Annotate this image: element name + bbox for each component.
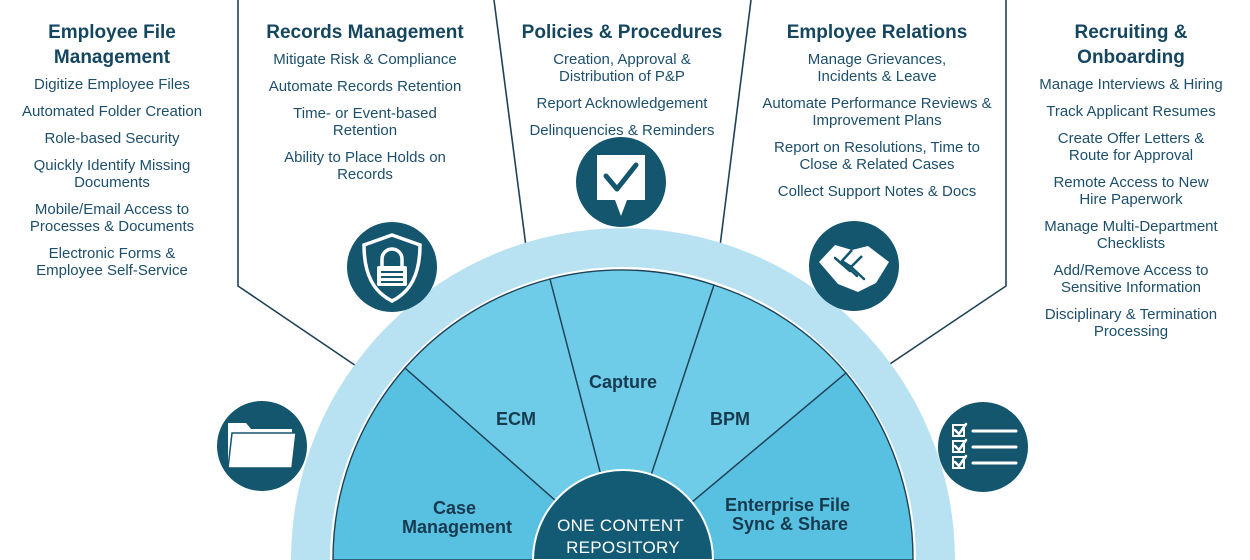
segment-label-enterprise-file-sync: Enterprise File Sync & Share	[725, 495, 855, 534]
column-item: Automate Records Retention	[268, 78, 462, 95]
column-item: Automated Folder Creation	[21, 103, 203, 120]
column-recruiting-onboarding: Recruiting & Onboarding Manage Interview…	[1020, 0, 1242, 350]
column-item: Automate Performance Reviews & Improveme…	[762, 95, 992, 129]
column-records-management: Records Management Mitigate Risk & Compl…	[250, 0, 480, 193]
segment-label-efss-line2: Sync & Share	[732, 514, 848, 534]
segment-label-capture: Capture	[589, 372, 657, 392]
column-title: Employee File Management	[48, 22, 176, 68]
column-item: Mitigate Risk & Compliance	[273, 51, 457, 68]
column-item: Mobile/Email Access to Processes & Docum…	[29, 201, 195, 235]
divider-lines	[237, 0, 1007, 375]
column-item: Add/Remove Access to Sensitive Informati…	[1053, 262, 1209, 296]
column-item: Digitize Employee Files	[34, 76, 190, 93]
column-item: Time- or Event-based Retention	[293, 105, 437, 139]
column-item: Electronic Forms & Employee Self-Service	[36, 245, 188, 279]
hub-label-line1: ONE CONTENT	[557, 516, 684, 535]
column-employee-file-management: Employee File Management Digitize Employ…	[8, 0, 216, 289]
segment-label-case-line1: Case	[433, 498, 476, 518]
column-title: Records Management	[266, 22, 464, 43]
divider-records-right	[493, 0, 529, 263]
column-item: Create Offer Letters & Route for Approva…	[1057, 130, 1205, 164]
folder-icon	[217, 401, 307, 491]
hub-label: ONE CONTENT REPOSITORY	[557, 516, 689, 557]
column-item: Manage Multi-Department Checklists	[1044, 218, 1218, 252]
segment-label-efss-line1: Enterprise File	[725, 495, 850, 515]
hub	[531, 469, 715, 560]
column-item: Report on Resolutions, Time to Close & R…	[774, 139, 980, 173]
segment-label-case-line2: Management	[402, 517, 512, 537]
column-item: Ability to Place Holds on Records	[284, 149, 446, 183]
column-employee-relations: Employee Relations Manage Grievances, In…	[758, 0, 996, 210]
segment-label-ecm: ECM	[496, 409, 536, 429]
segment-label-bpm: BPM	[710, 409, 750, 429]
column-item: Collect Support Notes & Docs	[777, 183, 977, 200]
hub-label-line2: REPOSITORY	[566, 538, 680, 557]
column-item: Manage Grievances, Incidents & Leave	[807, 51, 947, 85]
column-title: Recruiting & Onboarding	[1074, 22, 1188, 68]
column-item: Delinquencies & Reminders	[529, 122, 715, 139]
column-item: Track Applicant Resumes	[1046, 103, 1216, 120]
divider-relations-left	[717, 0, 752, 263]
column-policies-procedures: Policies & Procedures Creation, Approval…	[508, 0, 736, 149]
divider-relations-right	[874, 0, 1007, 375]
column-item: Quickly Identify Missing Documents	[33, 157, 191, 191]
segment-label-case-management: Case Management	[402, 498, 512, 537]
column-title: Employee Relations	[786, 22, 968, 43]
checklist-icon	[938, 402, 1028, 492]
checkmark-speech-icon	[576, 137, 666, 227]
column-item: Report Acknowledgement	[536, 95, 708, 112]
column-item: Disciplinary & Termination Processing	[1044, 306, 1218, 340]
column-item: Remote Access to New Hire Paperwork	[1053, 174, 1209, 208]
handshake-icon	[809, 221, 899, 311]
column-item: Manage Interviews & Hiring	[1039, 76, 1223, 93]
column-title: Policies & Procedures	[521, 22, 723, 43]
segment-capture	[549, 269, 715, 560]
column-item: Creation, Approval & Distribution of P&P	[553, 51, 691, 85]
divider-records-left	[237, 0, 369, 375]
column-item: Role-based Security	[44, 130, 180, 147]
shield-lock-icon	[347, 222, 437, 312]
